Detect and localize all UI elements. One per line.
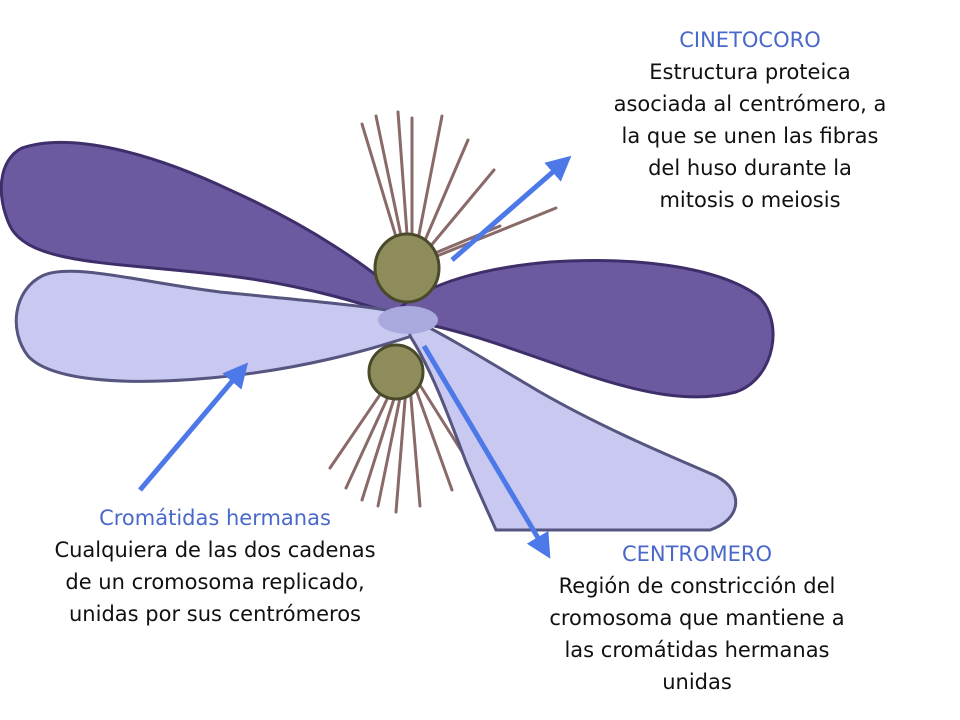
- chromatids-desc-line-2: de un cromosoma replicado,: [65, 570, 365, 594]
- light-chromatid: [14, 269, 737, 532]
- light-chromatid-right-arm: [408, 315, 737, 532]
- spindle-fibers-upper: [360, 110, 558, 260]
- chromatids-desc-line-3: unidas por sus centrómeros: [69, 602, 361, 626]
- chromatids-title: Cromátidas hermanas: [99, 506, 331, 530]
- light-chromatid-left-arm: [14, 269, 420, 383]
- spindle-fibers-lower: [328, 378, 478, 514]
- centromere-desc-line-1: Región de constricción del: [558, 574, 836, 598]
- kinetochore-desc-line-1: Estructura proteica: [649, 60, 851, 84]
- centromere-constriction: [378, 306, 438, 334]
- chromatids-desc-line-1: Cualquiera de las dos cadenas: [54, 538, 376, 562]
- dark-chromatid: [0, 141, 775, 399]
- centromere-label: CENTROMERO Región de constricción del cr…: [532, 538, 862, 698]
- centromere-arrow: [421, 344, 551, 559]
- chromatids-label: Cromátidas hermanas Cualquiera de las do…: [36, 502, 394, 630]
- dark-chromatid-right-arm: [400, 259, 775, 399]
- kinetochore-desc-line-2: asociada al centrómero, a: [613, 92, 887, 116]
- kinetochore-desc-line-4: del huso durante la: [648, 156, 852, 180]
- upper-kinetochore: [373, 232, 441, 304]
- centromere-title: CENTROMERO: [621, 542, 773, 566]
- centromere-desc-line-4: unidas: [662, 670, 732, 694]
- lower-kinetochore: [367, 343, 425, 401]
- kinetochore-desc-line-3: la que se unen las fibras: [621, 124, 879, 148]
- kinetochore-arrow: [450, 155, 572, 262]
- centromere-desc-line-2: cromosoma que mantiene a: [549, 606, 845, 630]
- kinetochore-title: CINETOCORO: [679, 28, 821, 52]
- dark-chromatid-left-arm: [0, 141, 407, 321]
- kinetochore-desc-line-5: mitosis o meiosis: [659, 188, 841, 212]
- centromere-desc-line-3: las cromátidas hermanas: [564, 638, 830, 662]
- chromatids-arrow: [138, 362, 249, 492]
- kinetochore-label: CINETOCORO Estructura proteica asociada …: [582, 24, 918, 216]
